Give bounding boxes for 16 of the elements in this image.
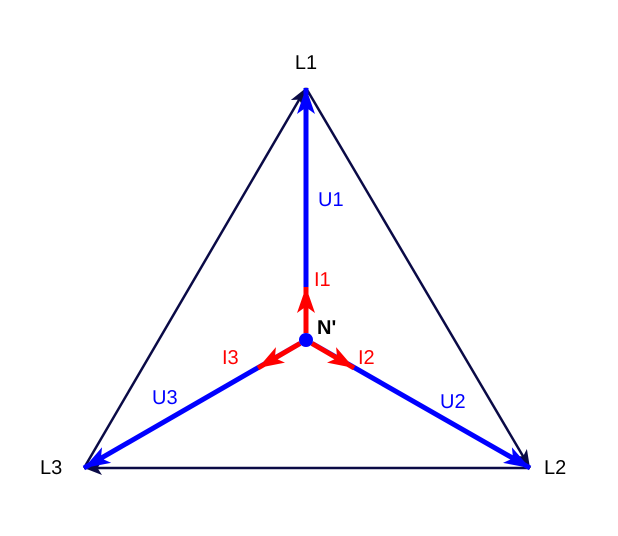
arrow xyxy=(304,87,532,469)
phasor-arrow xyxy=(297,287,315,333)
edge-label: U2 xyxy=(440,391,466,413)
edge-label: I2 xyxy=(358,347,375,369)
vertex-label: L2 xyxy=(530,457,574,481)
phasor-arrow xyxy=(256,341,302,370)
vertex-label: L3 xyxy=(40,457,84,481)
edge-label: U3 xyxy=(152,387,178,409)
edge-label: I3 xyxy=(222,347,239,369)
phasor-arrow xyxy=(310,341,356,370)
neutral-point xyxy=(299,333,313,347)
edge-label: I1 xyxy=(314,269,331,291)
point-label: N' xyxy=(317,317,336,339)
vertex-label: L1 xyxy=(288,52,324,88)
edge-label: U1 xyxy=(318,189,344,211)
arrow xyxy=(82,87,308,469)
